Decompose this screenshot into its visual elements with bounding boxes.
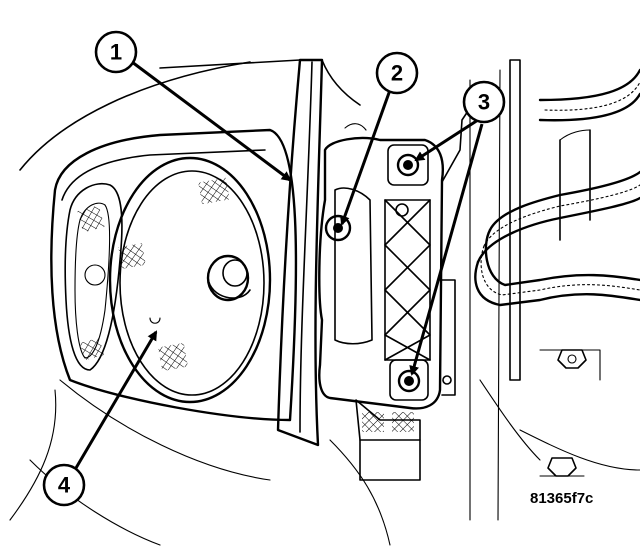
callout-1: 1 [94,30,138,74]
figure-id-label: 81365f7c [530,490,593,507]
callout-1-number: 1 [110,40,122,65]
leader-4 [74,330,158,469]
callout-2-number: 2 [391,61,403,86]
callout-3-number: 3 [478,90,490,115]
leader-2 [339,89,392,226]
callout-4: 4 [42,463,86,507]
vehicle-body-outline [9,59,640,546]
callout-4-number: 4 [58,473,71,498]
leader-3b [409,123,484,376]
callout-3: 3 [462,80,506,124]
leader-lines [74,60,484,469]
leader-1 [131,60,292,182]
callout-2: 2 [375,51,419,95]
headlamp-assembly [50,128,298,422]
mounting-bracket [318,107,471,481]
engine-bay-components [469,59,640,521]
leader-3a [414,118,479,162]
